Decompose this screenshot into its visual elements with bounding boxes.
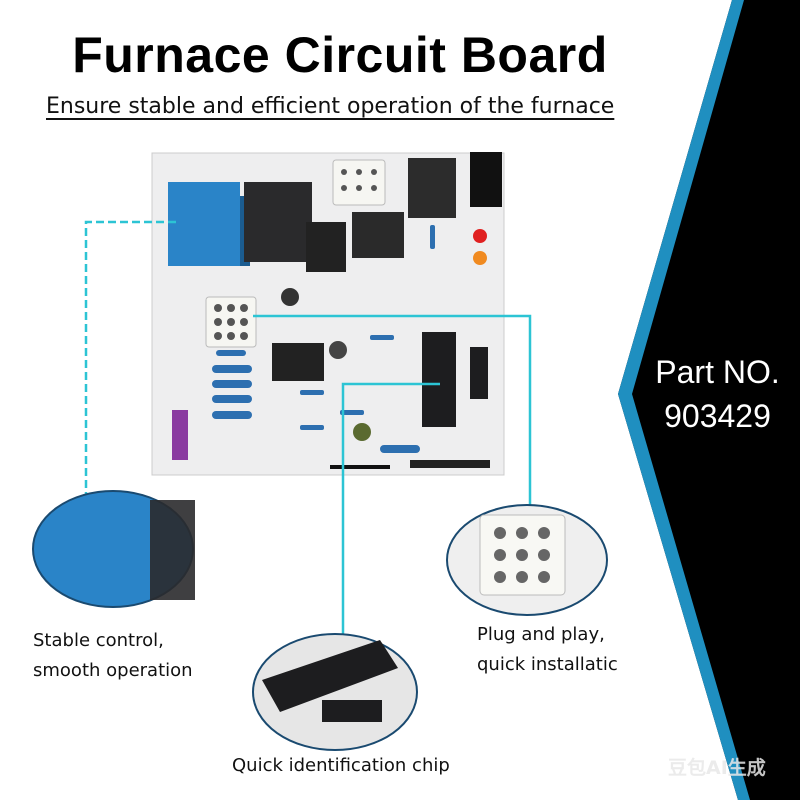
caption-line: smooth operation xyxy=(33,660,193,681)
caption-stable-control: Stable control, smooth operation xyxy=(33,626,193,686)
caption-line: Quick identification chip xyxy=(232,755,450,776)
caption-identification-chip: Quick identification chip xyxy=(232,751,450,781)
caption-line: Plug and play, xyxy=(477,624,605,645)
part-number-block: Part NO. 903429 xyxy=(640,350,795,438)
caption-plug-and-play: Plug and play, quick installatic xyxy=(477,620,618,680)
page-subtitle: Ensure stable and efficient operation of… xyxy=(46,94,615,119)
blue-relay xyxy=(168,182,240,266)
part-number-value: 903429 xyxy=(664,398,771,434)
caption-line: quick installatic xyxy=(477,654,618,675)
part-number-label: Part NO. xyxy=(655,354,780,390)
ic-chip xyxy=(422,332,456,427)
ai-watermark: 豆包AI生成 xyxy=(668,757,766,779)
page-title: Furnace Circuit Board xyxy=(72,27,608,83)
caption-line: Stable control, xyxy=(33,630,164,651)
